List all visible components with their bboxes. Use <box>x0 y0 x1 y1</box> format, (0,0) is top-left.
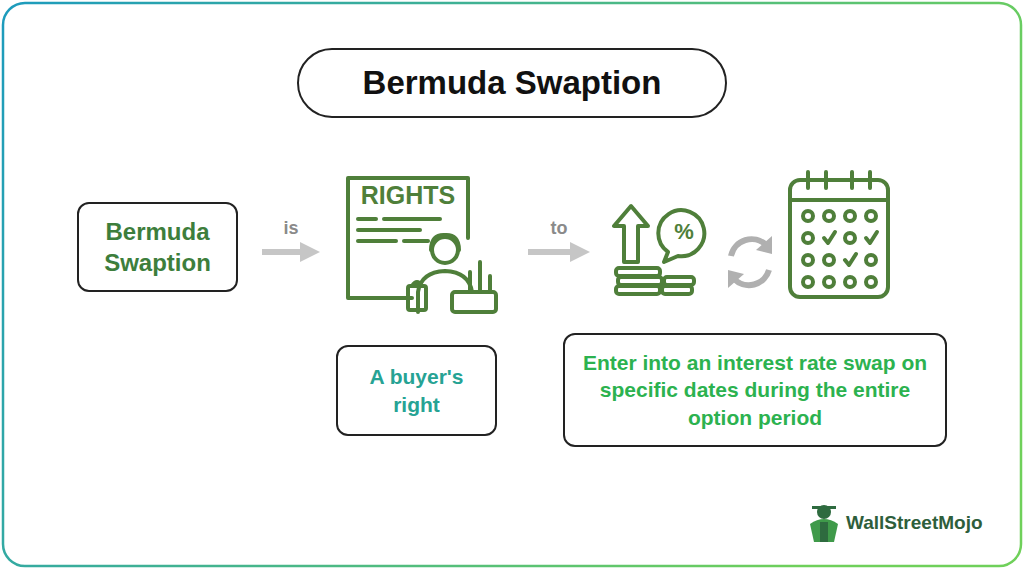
box-text: A buyer's right <box>358 363 475 418</box>
node-container: Bermuda Swaption <box>77 202 238 292</box>
logo-mark <box>810 505 838 542</box>
arrow-head <box>570 242 590 262</box>
box-text-group: Enter into an interest rate swap on spec… <box>579 349 931 431</box>
edge-label: to <box>551 218 568 239</box>
calendar-icon <box>790 172 888 297</box>
box-text-group: Bermuda Swaption <box>87 216 228 278</box>
exchange-arrowhead <box>728 270 744 288</box>
process-box: A buyer's right <box>336 345 497 436</box>
node-container: A buyer's right <box>336 170 500 438</box>
arrow-connector <box>262 242 320 262</box>
exchange-arrowhead <box>756 236 772 254</box>
process-box: Enter into an interest rate swap on spec… <box>563 333 947 447</box>
watermark: WallStreetMojo <box>846 512 996 534</box>
title-pill: Bermuda Swaption <box>297 48 727 118</box>
node-container: Enter into an interest rate swap on spec… <box>563 170 947 448</box>
arrow-head <box>300 242 320 262</box>
icon-text: % <box>669 219 699 245</box>
arrow-shaft <box>528 249 574 255</box>
arrow-shaft <box>262 249 304 255</box>
rights-document-icon <box>348 178 496 312</box>
outer-frame <box>3 3 1021 566</box>
box-text: Bermuda Swaption <box>87 216 228 278</box>
edge-label: is <box>283 218 298 239</box>
icon-text: RIGHTS <box>352 181 464 210</box>
interest-icon <box>614 206 704 294</box>
box-text: Enter into an interest rate swap on spec… <box>579 349 931 431</box>
arrow-connector <box>528 242 590 262</box>
box-text-group: A buyer's right <box>358 363 475 418</box>
process-box: Bermuda Swaption <box>77 202 238 292</box>
